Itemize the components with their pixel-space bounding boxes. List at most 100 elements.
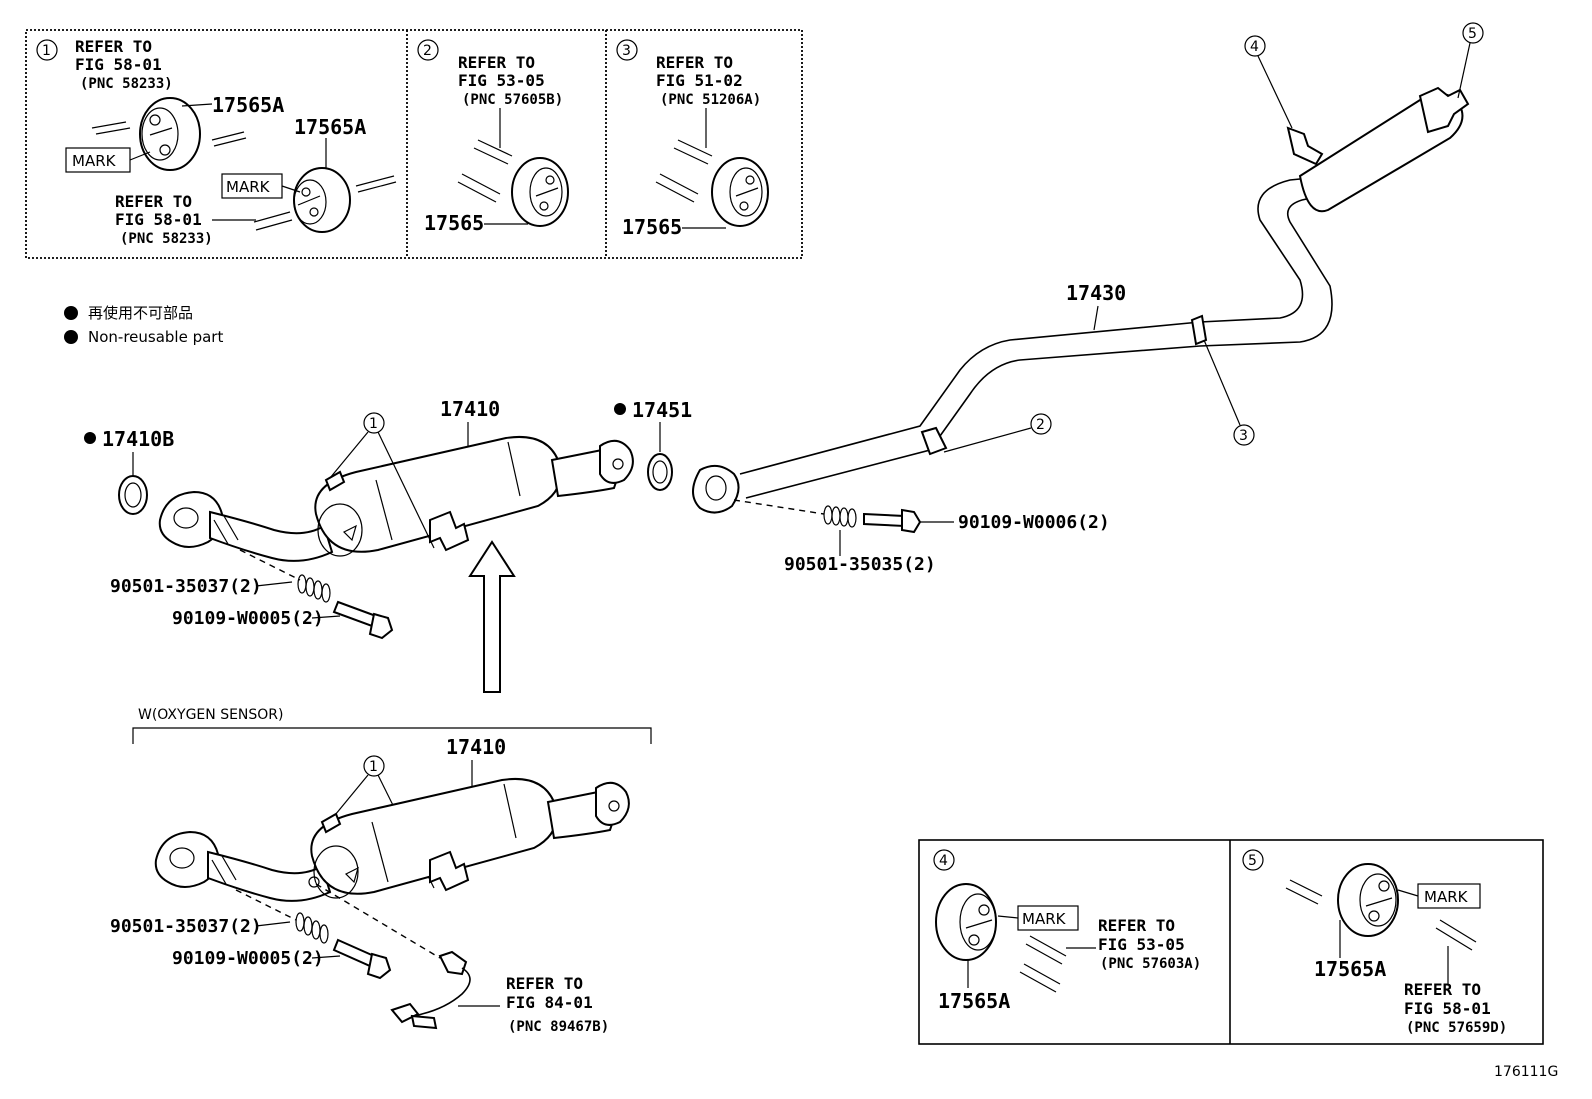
part-number-converter: 17410 (440, 397, 500, 421)
fig-reference: FIG 53-05 (458, 71, 545, 90)
callout-circle (1233, 424, 1255, 446)
bolt-icon (332, 600, 394, 640)
front-pipe-icon (158, 490, 334, 562)
inset-number: 3 (622, 43, 631, 59)
callout-number: 3 (1239, 428, 1248, 444)
callout-circle (1244, 35, 1266, 57)
inset-number: 2 (423, 43, 432, 59)
callout-number: 1 (369, 759, 378, 775)
spring-washer-icon (295, 912, 329, 944)
pnc-reference: (PNC 57659D) (1406, 1020, 1507, 1036)
hanger-bracket-icon (324, 470, 470, 552)
inset-4: 4 MARK 17565A REFER TO FIG 53-05 (PNC 57… (933, 849, 1201, 1013)
part-number-tail-pipe: 17430 (1066, 281, 1126, 305)
inset-5: 5 MARK 17565A REFER TO FIG 58-01 (PNC 57… (1242, 849, 1507, 1036)
arrow-up-icon (468, 540, 516, 693)
rubber-hanger-icon (293, 167, 351, 233)
callout-circle (1242, 849, 1264, 871)
pnc-reference: (PNC 57605B) (462, 92, 563, 108)
fig-reference: FIG 84-01 (506, 993, 593, 1012)
gasket-ring-icon (118, 475, 148, 515)
inset-number: 1 (42, 43, 51, 59)
mark-label: MARK (226, 178, 271, 196)
figure-id: 176111G (1494, 1064, 1558, 1080)
fig-reference: FIG 58-01 (1404, 999, 1491, 1018)
part-number-bolt-rear: 90109-W0006(2) (958, 512, 1110, 533)
part-number-spring-variant: 90501-35037(2) (110, 916, 262, 937)
callout-circle (1030, 413, 1052, 435)
callout-circle (933, 849, 955, 871)
pnc-reference: (PNC 89467B) (508, 1019, 609, 1035)
callout-number: 2 (1036, 417, 1045, 433)
non-reusable-dot-icon (614, 403, 626, 415)
bottom-inset-group: 4 MARK 17565A REFER TO FIG 53-05 (PNC 57… (918, 839, 1544, 1045)
callout-number: 1 (369, 416, 378, 432)
spring-washer-icon (823, 505, 857, 528)
variant-label: W(OXYGEN SENSOR) (138, 707, 284, 723)
callout-number: 5 (1468, 26, 1477, 42)
front-pipe-icon (154, 830, 332, 902)
pnc-reference: (PNC 57603A) (1100, 956, 1201, 972)
refer-to-text: REFER TO (458, 53, 535, 72)
gasket-ring-icon (647, 453, 673, 491)
bottom-inset-frame (918, 839, 1544, 1045)
part-number: 17565A (1314, 957, 1386, 981)
part-number-spring-front: 90501-35037(2) (110, 576, 262, 597)
callout-circle (1462, 22, 1484, 44)
legend-english: Non-reusable part (88, 328, 223, 346)
oxygen-sensor-icon (390, 950, 471, 1030)
refer-to-text: REFER TO (75, 37, 152, 56)
part-number: 17565 (622, 215, 682, 239)
callout-circle (363, 412, 385, 434)
refer-to-text: REFER TO (506, 974, 583, 993)
rubber-hanger-icon (935, 883, 997, 961)
part-number: 17565A (938, 989, 1010, 1013)
tail-pipe-icon (692, 86, 1470, 514)
callout-circle (36, 39, 58, 61)
hanger-bracket-icon (320, 812, 470, 892)
pnc-reference: (PNC 58233) (120, 231, 213, 247)
callout-number: 4 (1250, 39, 1259, 55)
fig-reference: FIG 51-02 (656, 71, 743, 90)
oxygen-sensor-variant: W(OXYGEN SENSOR) 17410 1 (110, 707, 652, 1035)
mark-label: MARK (72, 152, 117, 170)
legend-japanese: 再使用不可部品 (88, 304, 193, 322)
non-reusable-dot-icon (64, 330, 78, 344)
inset-3: 3 REFER TO FIG 51-02 (PNC 51206A) 17565 (616, 39, 769, 239)
refer-to-text: REFER TO (1098, 916, 1175, 935)
converter-body-icon (314, 436, 634, 557)
refer-to-text: REFER TO (656, 53, 733, 72)
bolt-icon (863, 508, 922, 534)
part-number-spring-rear: 90501-35035(2) (784, 554, 936, 575)
callout-circle (363, 755, 385, 777)
fig-reference: FIG 58-01 (75, 55, 162, 74)
refer-to-text: REFER TO (115, 192, 192, 211)
top-inset-group: 1 REFER TO FIG 58-01 (PNC 58233) 17565A … (25, 29, 803, 259)
mark-label: MARK (1022, 910, 1067, 928)
inset-number: 5 (1248, 853, 1257, 869)
part-number: 17565 (424, 211, 484, 235)
part-number: 17565A (294, 115, 366, 139)
mark-label: MARK (1424, 888, 1469, 906)
rubber-hanger-icon (711, 157, 769, 227)
bolt-icon (332, 938, 392, 980)
top-inset-frame (25, 29, 803, 259)
part-number-converter-variant: 17410 (446, 735, 506, 759)
inset-1: 1 REFER TO FIG 58-01 (PNC 58233) 17565A … (36, 37, 397, 247)
rubber-hanger-icon (1337, 863, 1399, 937)
pnc-reference: (PNC 58233) (80, 76, 173, 92)
refer-to-text: REFER TO (1404, 980, 1481, 999)
part-number-bolt-front: 90109-W0005(2) (172, 608, 324, 629)
rubber-hanger-icon (139, 97, 201, 171)
legend: 再使用不可部品 Non-reusable part (64, 304, 223, 346)
non-reusable-dot-icon (64, 306, 78, 320)
main-assembly: 17410B 17410 (84, 22, 1484, 693)
fig-reference: FIG 53-05 (1098, 935, 1185, 954)
part-number-gasket-front: 17410B (102, 427, 174, 451)
spring-washer-icon (297, 574, 331, 603)
callout-circle (616, 39, 638, 61)
variant-bracket (132, 727, 652, 744)
part-number: 17565A (212, 93, 284, 117)
non-reusable-dot-icon (84, 432, 96, 444)
